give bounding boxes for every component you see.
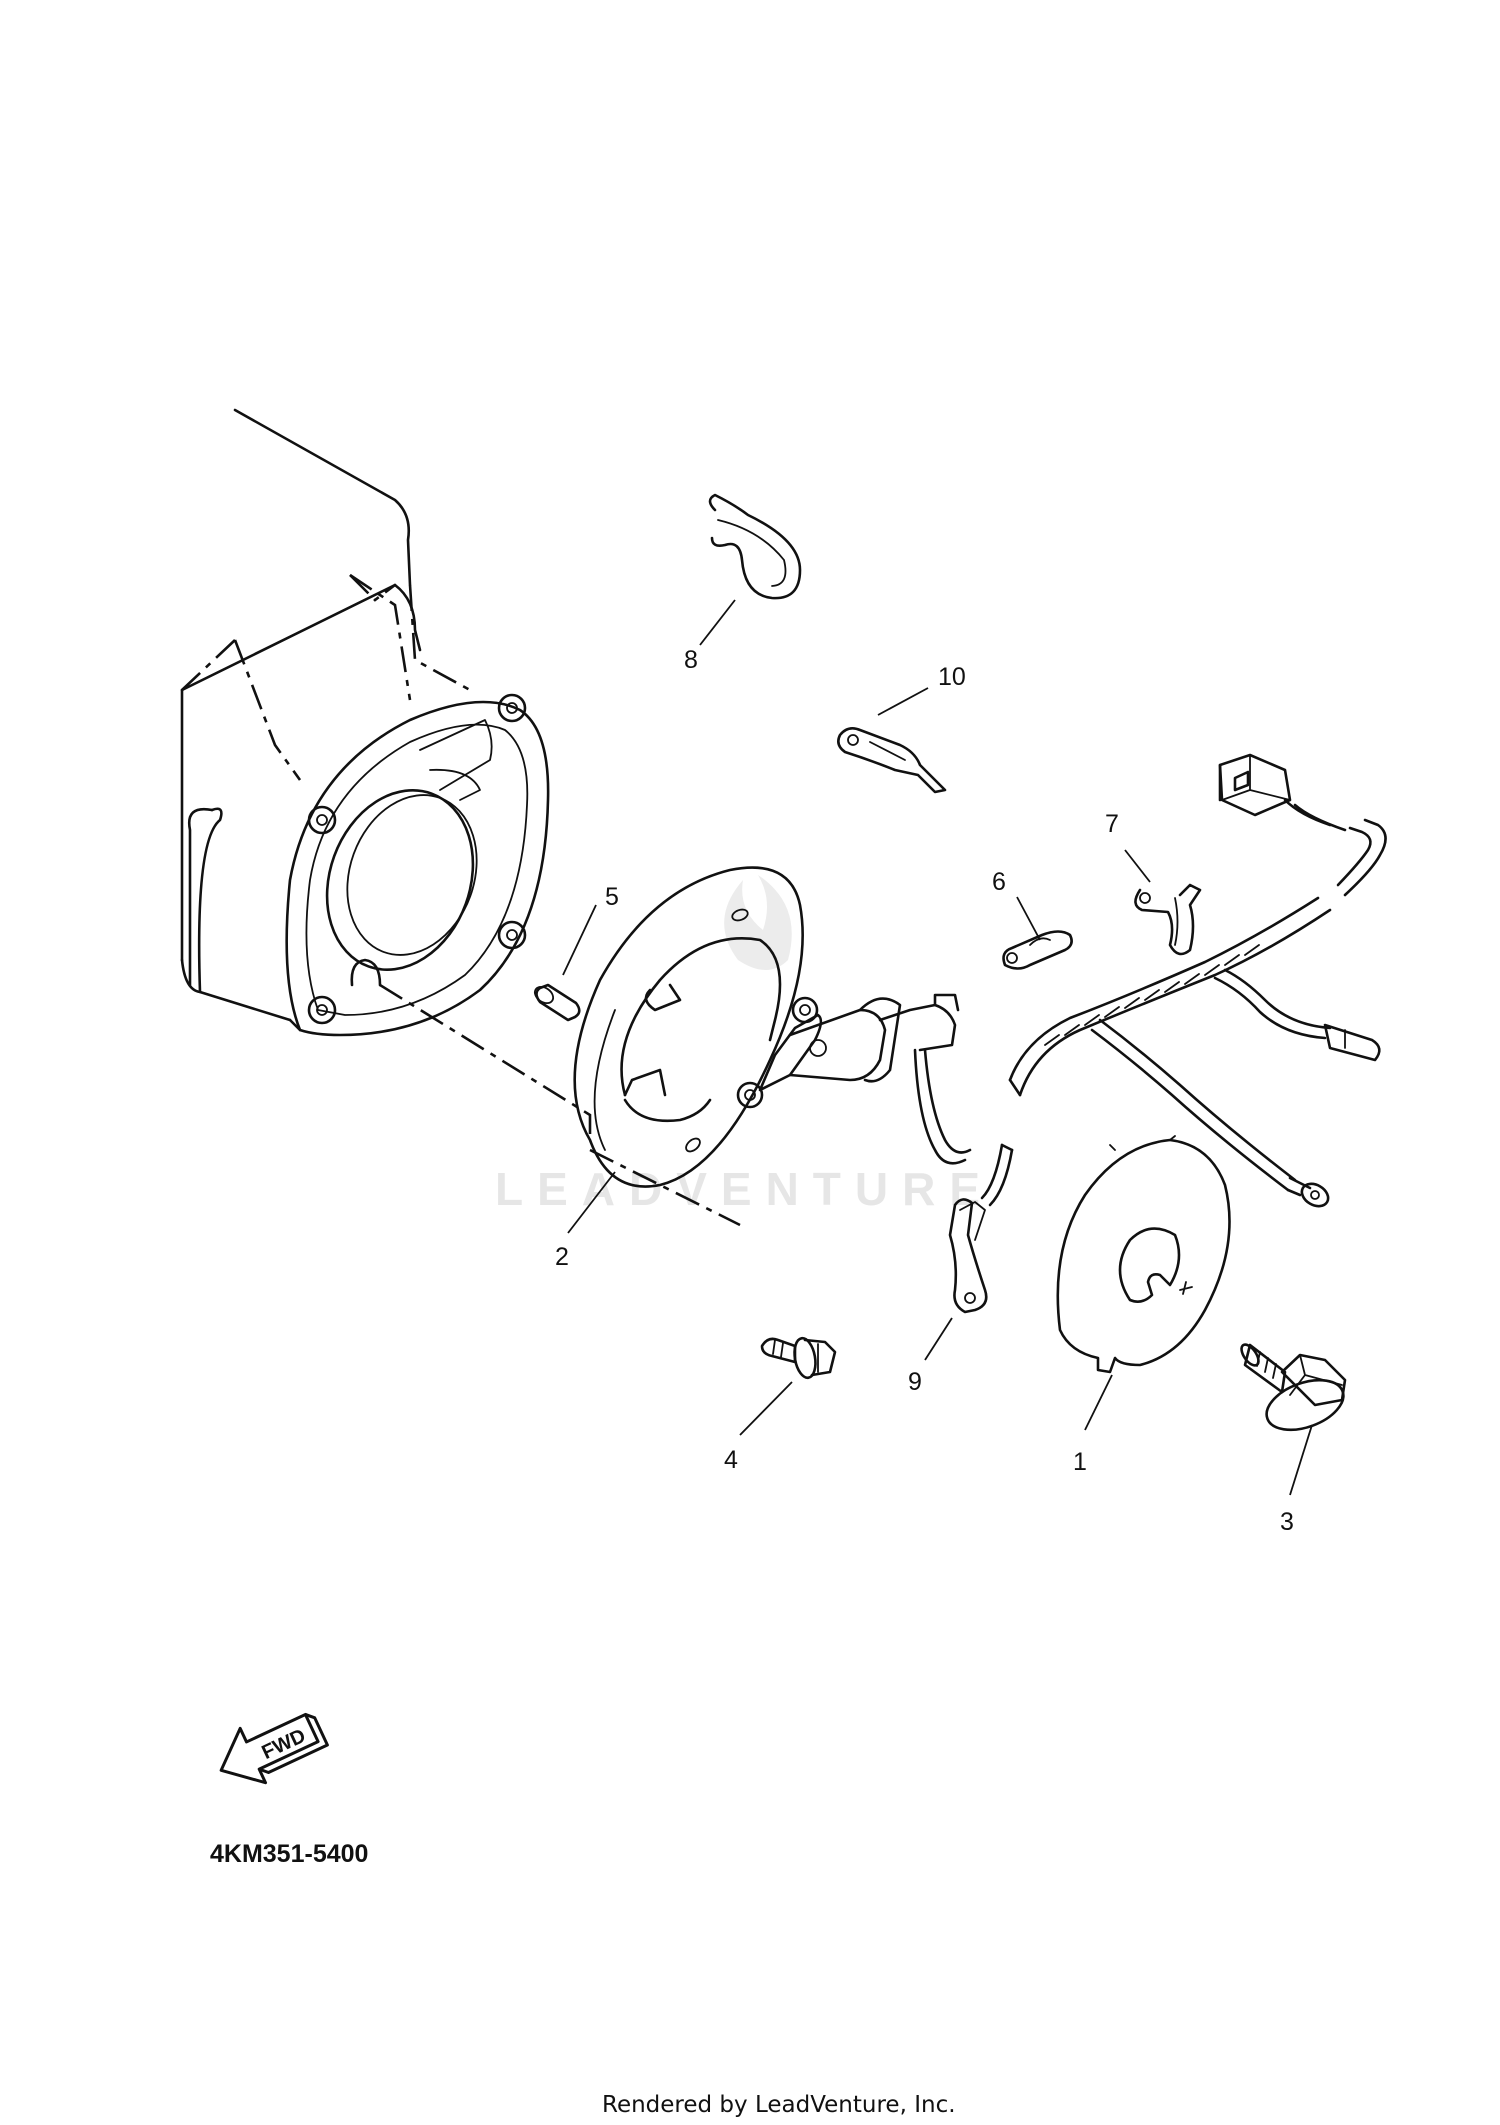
part-7-clamp (1134, 883, 1202, 956)
part-3-bolt (1240, 1343, 1347, 1432)
wire-harness (980, 753, 1387, 1208)
footer-credit: Rendered by LeadVenture, Inc. (602, 2092, 956, 2118)
part-5-dowel-pin (533, 983, 581, 1022)
callout-4: 4 (724, 1446, 738, 1474)
part-9-lead-holder (948, 1198, 988, 1314)
crankcase-outline (180, 408, 741, 1227)
watermark: LEADVENTURE (495, 875, 994, 1215)
fwd-arrow-icon: FWD (219, 1712, 329, 1785)
callout-6: 6 (992, 868, 1006, 896)
part-2-base-plate (573, 866, 972, 1188)
callout-8: 8 (684, 646, 698, 674)
callouts: 1 2 3 4 5 6 7 8 9 10 (555, 646, 1294, 1536)
watermark-text: LEADVENTURE (495, 1163, 994, 1215)
part-4-screw (760, 1336, 837, 1380)
callout-9: 9 (908, 1368, 922, 1396)
part-1-timing-plate (1056, 1135, 1231, 1374)
callout-10: 10 (938, 663, 966, 691)
callout-2: 2 (555, 1243, 569, 1271)
part-8-clip (708, 493, 802, 600)
callout-3: 3 (1280, 1508, 1294, 1536)
diagram-code: 4KM351-5400 (210, 1840, 368, 1868)
part-10-bracket (837, 727, 947, 794)
callout-5: 5 (605, 883, 619, 911)
callout-7: 7 (1105, 810, 1119, 838)
leader-lines (562, 599, 1313, 1496)
callout-1: 1 (1073, 1448, 1087, 1476)
